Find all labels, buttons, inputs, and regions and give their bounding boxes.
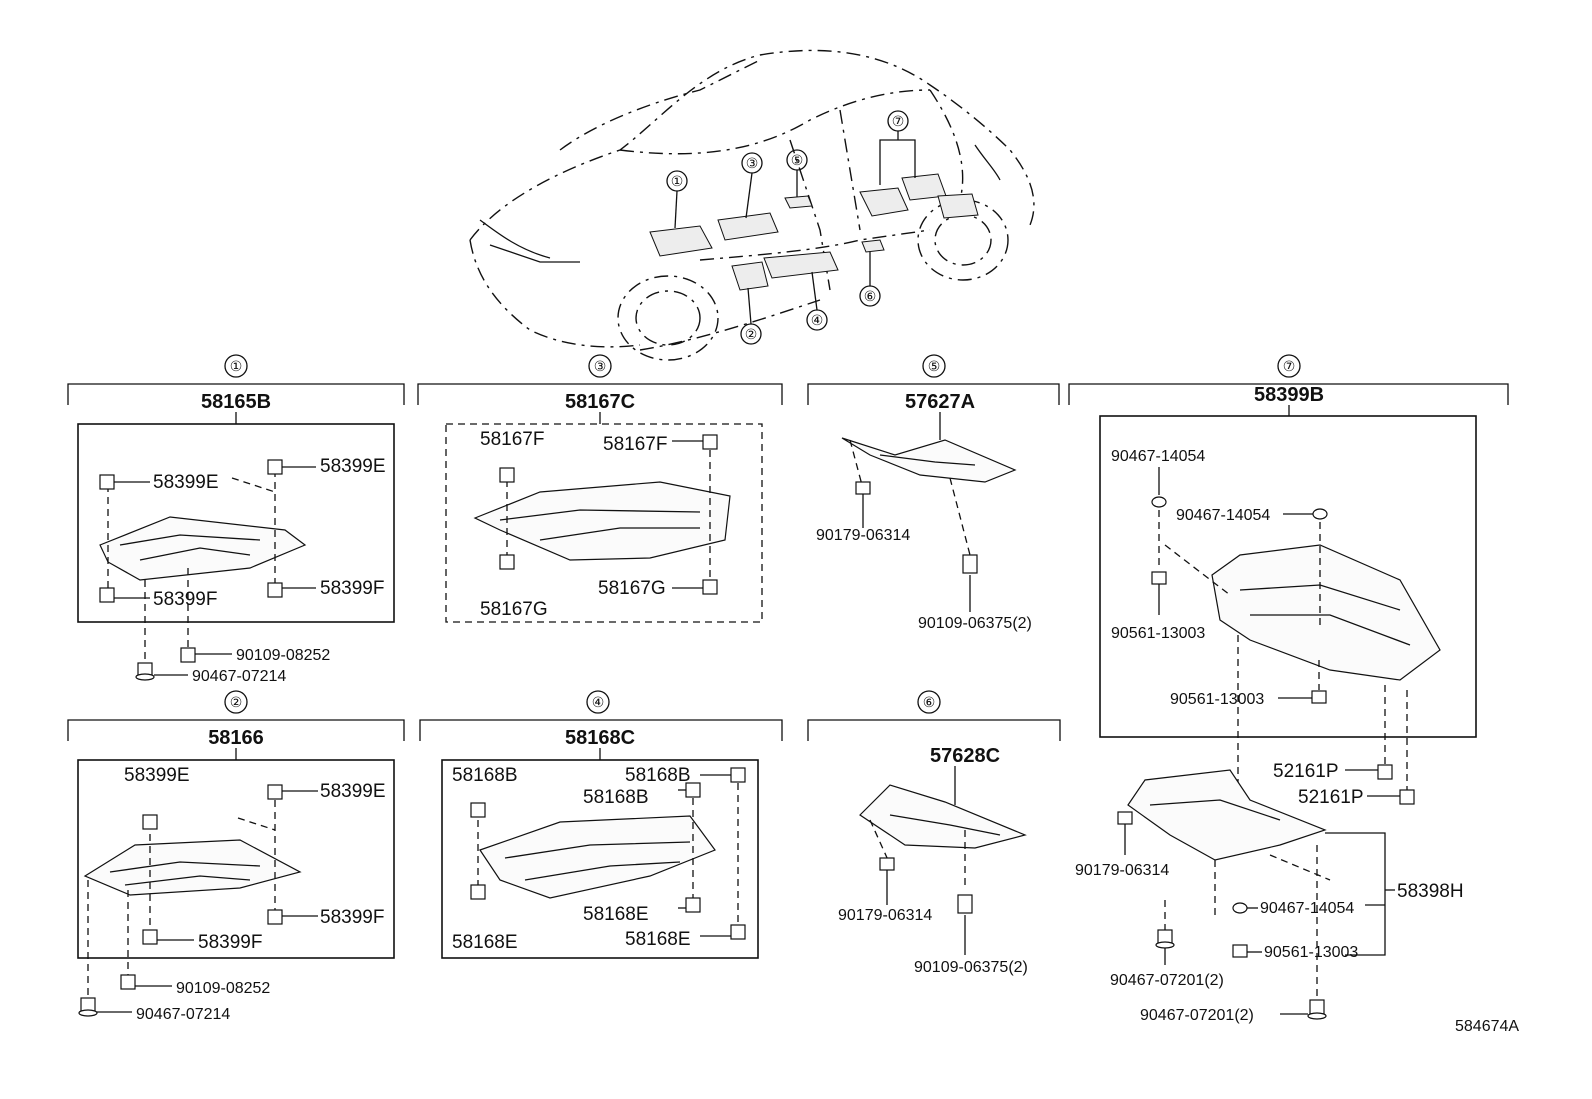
callout-1: ① [230,359,243,375]
g2-label-90109-08252: 90109-08252 [176,980,270,997]
callout-6: ⑥ [923,695,936,711]
figure-id: 584674A [1455,1018,1519,1035]
g3-label-58167F-left: 58167F [480,429,544,450]
callout-3: ③ [594,359,607,375]
g7-label-90467-07201-a: 90467-07201(2) [1110,972,1224,989]
g1-label-58399F-left: 58399F [153,589,217,610]
group-1: ① 58165B 58399E 58399E 58399F 58399F 901… [67,354,405,685]
g4-label-58168E-left: 58168E [452,932,518,953]
g7-label-52161P-b: 52161P [1298,787,1364,808]
g2-label-58399E-right: 58399E [320,781,386,802]
g7-label-90467-14054-b: 90467-14054 [1176,507,1270,524]
car-callout-4: ④ [811,313,824,329]
g4-label-58168E-mid: 58168E [583,904,649,925]
g7-label-58398H: 58398H [1397,881,1464,902]
g7-label-52161P-a: 52161P [1273,761,1339,782]
g4-label-58168B-top-right: 58168B [625,765,691,786]
g6-label-90109-06375: 90109-06375(2) [914,959,1028,976]
g3-label-58167G-right: 58167G [598,578,666,599]
group-6: ⑥ 57628C 90179-06314 90109-06375(2) [807,690,1061,976]
g7-label-90561-13003-c: 90561-13003 [1264,944,1358,961]
group-2: ② 58166 58399E 58399E 58399F 58399F 9010… [67,690,405,1023]
g7-label-90179-06314: 90179-06314 [1075,862,1169,879]
callout-2: ② [230,695,243,711]
g5-label-90179-06314: 90179-06314 [816,527,910,544]
g4-label-58168B-left: 58168B [452,765,518,786]
group-4-title: 58168C [565,727,635,749]
g3-label-58167G-left: 58167G [480,599,548,620]
g2-label-58399E-left: 58399E [124,765,190,786]
g2-label-58399F-bottom: 58399F [198,932,262,953]
group-2-title: 58166 [208,727,264,749]
g1-label-90109-08252: 90109-08252 [236,647,330,664]
g7-label-90561-13003-b: 90561-13003 [1170,691,1264,708]
g1-label-58399F-right: 58399F [320,578,384,599]
group-3: ③ 58167C 58167F 58167F 58167G 58167G [417,354,783,623]
group-7: ⑦ 58399B 90467-14054 90467-14054 90561-1… [1068,354,1509,1024]
g1-label-58399E-left: 58399E [153,472,219,493]
group-1-title: 58165B [201,391,271,413]
callout-7: ⑦ [1283,359,1296,375]
car-callout-7: ⑦ [892,114,905,130]
group-5-title: 57627A [905,391,975,413]
car-callout-5: ⑤ [791,153,804,169]
car-callout-2: ② [745,327,758,343]
car-illustration [469,49,1035,361]
car-callout-3: ③ [746,156,759,172]
car-callout-6: ⑥ [864,289,877,305]
car-callouts: ① ③ ⑤ ⑦ ② ④ ⑥ [666,110,916,345]
g2-label-58399F-right: 58399F [320,907,384,928]
g7-label-90467-14054-c: 90467-14054 [1260,900,1354,917]
callout-4: ④ [592,695,605,711]
g5-label-90109-06375: 90109-06375(2) [918,615,1032,632]
group-4: ④ 58168C 58168B 58168B 58168B 58168E 581… [419,690,783,959]
g4-label-58168E-right: 58168E [625,929,691,950]
group-6-title: 57628C [930,745,1000,767]
g6-label-90179-06314: 90179-06314 [838,907,932,924]
group-3-title: 58167C [565,391,635,413]
g4-label-58168B-mid: 58168B [583,787,649,808]
g7-label-90467-07201-b: 90467-07201(2) [1140,1007,1254,1024]
group-5: ⑤ 57627A 90179-06314 90109-06375(2) [807,354,1060,632]
car-callout-1: ① [671,174,684,190]
g1-label-90467-07214: 90467-07214 [192,668,286,685]
g7-label-90561-13003-a: 90561-13003 [1111,625,1205,642]
group-7-title: 58399B [1254,384,1324,406]
g7-label-90467-14054-a: 90467-14054 [1111,448,1205,465]
callout-5: ⑤ [928,359,941,375]
g3-label-58167F-right: 58167F [603,434,667,455]
g1-label-58399E-right: 58399E [320,456,386,477]
g2-label-90467-07214: 90467-07214 [136,1006,230,1023]
